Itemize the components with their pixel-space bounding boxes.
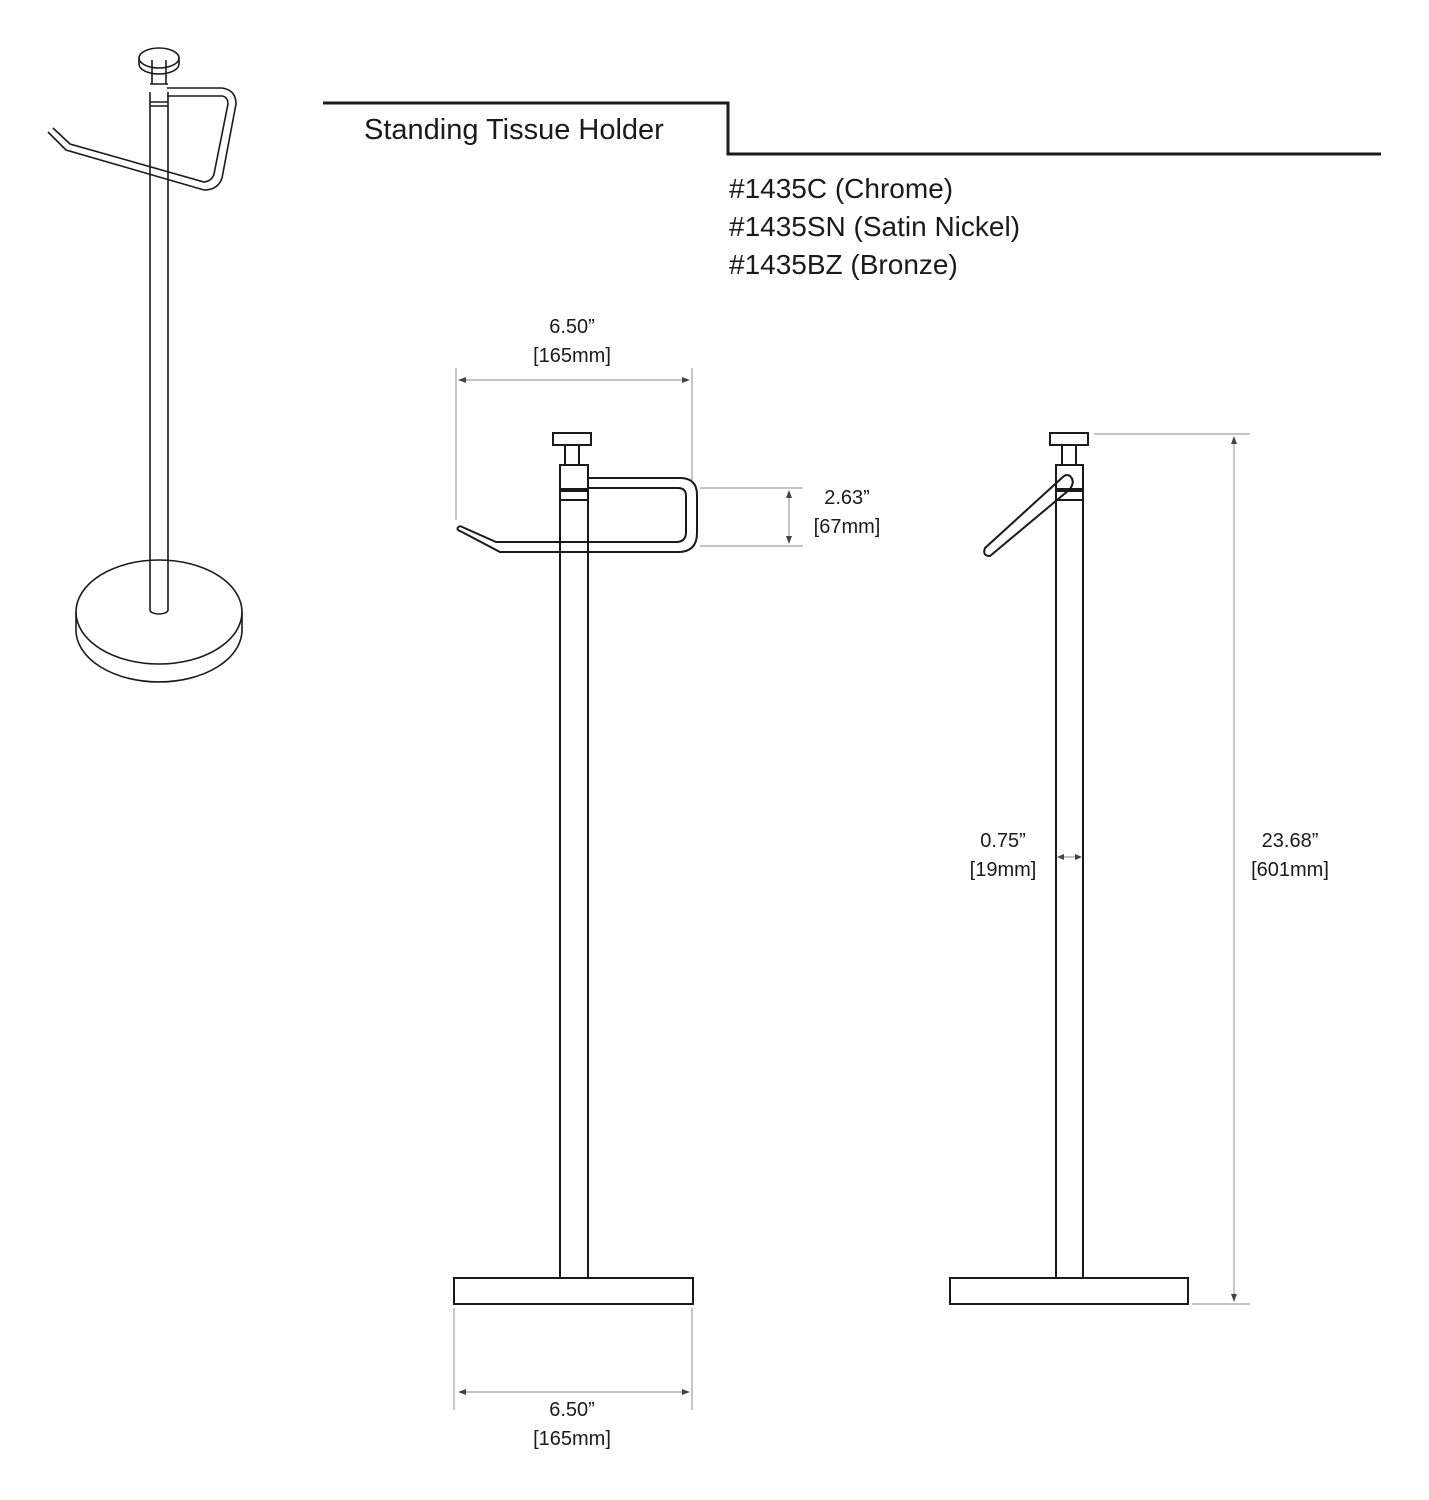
side-pole: [1055, 499, 1084, 1279]
top-width-mm: [165mm]: [533, 345, 611, 367]
base-width-label: 6.50” [165mm]: [502, 1396, 642, 1454]
arm-height-label: 2.63” [67mm]: [777, 484, 917, 542]
side-base: [949, 1277, 1189, 1305]
pole-diameter-label: 0.75” [19mm]: [933, 827, 1073, 885]
perspective-base-top: [75, 559, 243, 665]
front-arm: [459, 477, 698, 553]
perspective-base-side: [75, 612, 243, 683]
arm-height-inches: 2.63”: [824, 487, 870, 509]
model-bronze: #1435BZ (Bronze): [729, 249, 958, 280]
side-finial-cap: [1049, 432, 1089, 446]
side-collar: [1055, 464, 1084, 501]
total-height-mm: [601mm]: [1251, 859, 1329, 881]
total-height-inches: 23.68”: [1261, 830, 1319, 852]
front-pole: [559, 499, 589, 1279]
front-view: [453, 432, 698, 1305]
perspective-arm: [47, 87, 237, 191]
front-dimensions: [453, 368, 803, 1410]
top-width-inches: 6.50”: [549, 316, 595, 338]
pole-diameter-inches: 0.75”: [980, 830, 1026, 852]
front-finial-cap: [552, 432, 592, 446]
side-arm: [983, 474, 1074, 558]
side-finial-neck: [1061, 444, 1077, 466]
front-collar: [559, 464, 589, 501]
drawing-title: Standing Tissue Holder: [364, 114, 664, 146]
total-height-label: 23.68” [601mm]: [1220, 827, 1360, 885]
top-width-label: 6.50” [165mm]: [502, 313, 642, 371]
perspective-pole: [149, 92, 169, 615]
side-dimensions: [1057, 433, 1250, 1305]
front-base: [453, 1277, 694, 1305]
perspective-finial: [138, 47, 180, 69]
front-finial-neck: [564, 444, 580, 466]
base-width-mm: [165mm]: [533, 1428, 611, 1450]
base-width-inches: 6.50”: [549, 1399, 595, 1421]
perspective-view: [47, 47, 243, 683]
model-satin-nickel: #1435SN (Satin Nickel): [729, 211, 1021, 242]
model-chrome: #1435C (Chrome): [729, 173, 954, 204]
arm-height-mm: [67mm]: [813, 516, 881, 538]
side-view: [949, 432, 1189, 1305]
header-rule: [323, 101, 1381, 156]
pole-diameter-mm: [19mm]: [969, 859, 1037, 881]
